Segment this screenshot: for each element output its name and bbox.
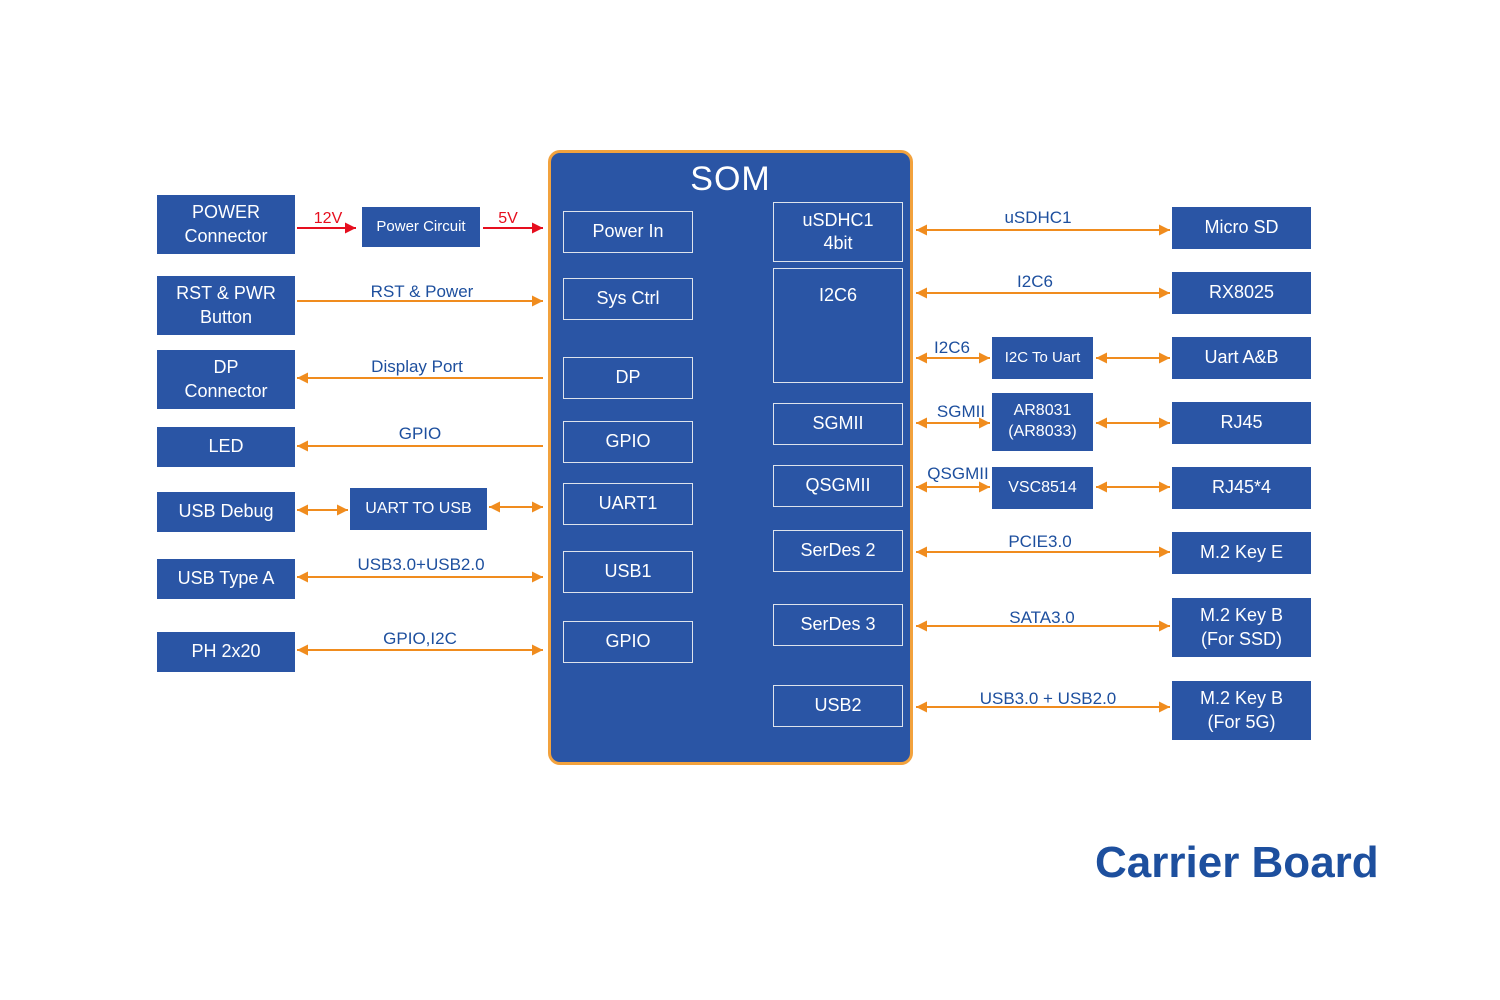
som-port-gpio-1: GPIO <box>563 421 693 463</box>
bus-label-i2c6-uart: I2C6 <box>934 338 970 357</box>
block-usb-debug: USB Debug <box>157 492 295 532</box>
som-port-serdes2: SerDes 2 <box>773 530 903 572</box>
som-port-usb2: USB2 <box>773 685 903 727</box>
bus-label-usb-left: USB3.0+USB2.0 <box>357 555 485 574</box>
block-rst-pwr-button: RST & PWR Button <box>157 276 295 335</box>
bus-label-qsgmii: QSGMII <box>927 464 989 483</box>
block-i2c-to-uart: I2C To Uart <box>992 337 1093 379</box>
som-port-usb1: USB1 <box>563 551 693 593</box>
som-port-usdhc1: uSDHC1 4bit <box>773 202 903 262</box>
som-port-sgmii: SGMII <box>773 403 903 445</box>
page-title: Carrier Board <box>1095 838 1379 887</box>
bus-label-i2c6-rtc: I2C6 <box>1017 272 1053 291</box>
block-m2-key-e: M.2 Key E <box>1172 532 1311 574</box>
som-title: SOM <box>690 160 771 198</box>
block-m2-key-b-ssd: M.2 Key B (For SSD) <box>1172 598 1311 657</box>
block-usb-type-a: USB Type A <box>157 559 295 599</box>
som-port-i2c6: I2C6 <box>773 268 903 383</box>
som-port-serdes3: SerDes 3 <box>773 604 903 646</box>
block-dp-connector: DP Connector <box>157 350 295 409</box>
block-m2-key-b-5g: M.2 Key B (For 5G) <box>1172 681 1311 740</box>
bus-label-pcie: PCIE3.0 <box>1008 532 1072 551</box>
block-uart-ab: Uart A&B <box>1172 337 1311 379</box>
som-port-qsgmii: QSGMII <box>773 465 903 507</box>
bus-label-sgmii: SGMII <box>936 402 986 421</box>
block-rj45: RJ45 <box>1172 402 1311 444</box>
block-rj45x4: RJ45*4 <box>1172 467 1311 509</box>
bus-label-sata: SATA3.0 <box>1009 608 1075 627</box>
som-port-power-in: Power In <box>563 211 693 253</box>
bus-label-usdhc1: uSDHC1 <box>1004 208 1072 227</box>
block-power-connector: POWER Connector <box>157 195 295 254</box>
block-ph-2x20: PH 2x20 <box>157 632 295 672</box>
som-port-sys-ctrl: Sys Ctrl <box>563 278 693 320</box>
block-micro-sd: Micro SD <box>1172 207 1311 249</box>
bus-label-gpio: GPIO <box>398 424 442 443</box>
block-power-circuit: Power Circuit <box>362 207 480 247</box>
som-port-gpio-2: GPIO <box>563 621 693 663</box>
bus-label-usb-right: USB3.0 + USB2.0 <box>979 689 1117 708</box>
block-led: LED <box>157 427 295 467</box>
block-uart-to-usb: UART TO USB <box>350 488 487 530</box>
bus-label-5v: 5V <box>498 210 518 227</box>
block-ar8031: AR8031 (AR8033) <box>992 393 1093 451</box>
som-port-dp: DP <box>563 357 693 399</box>
block-rx8025: RX8025 <box>1172 272 1311 314</box>
bus-label-gpio-i2c: GPIO,I2C <box>383 629 457 648</box>
bus-label-12v: 12V <box>313 210 343 227</box>
som-port-uart1: UART1 <box>563 483 693 525</box>
block-vsc8514: VSC8514 <box>992 467 1093 509</box>
bus-label-rst-power: RST & Power <box>370 282 474 301</box>
bus-label-display-port: Display Port <box>371 357 463 376</box>
